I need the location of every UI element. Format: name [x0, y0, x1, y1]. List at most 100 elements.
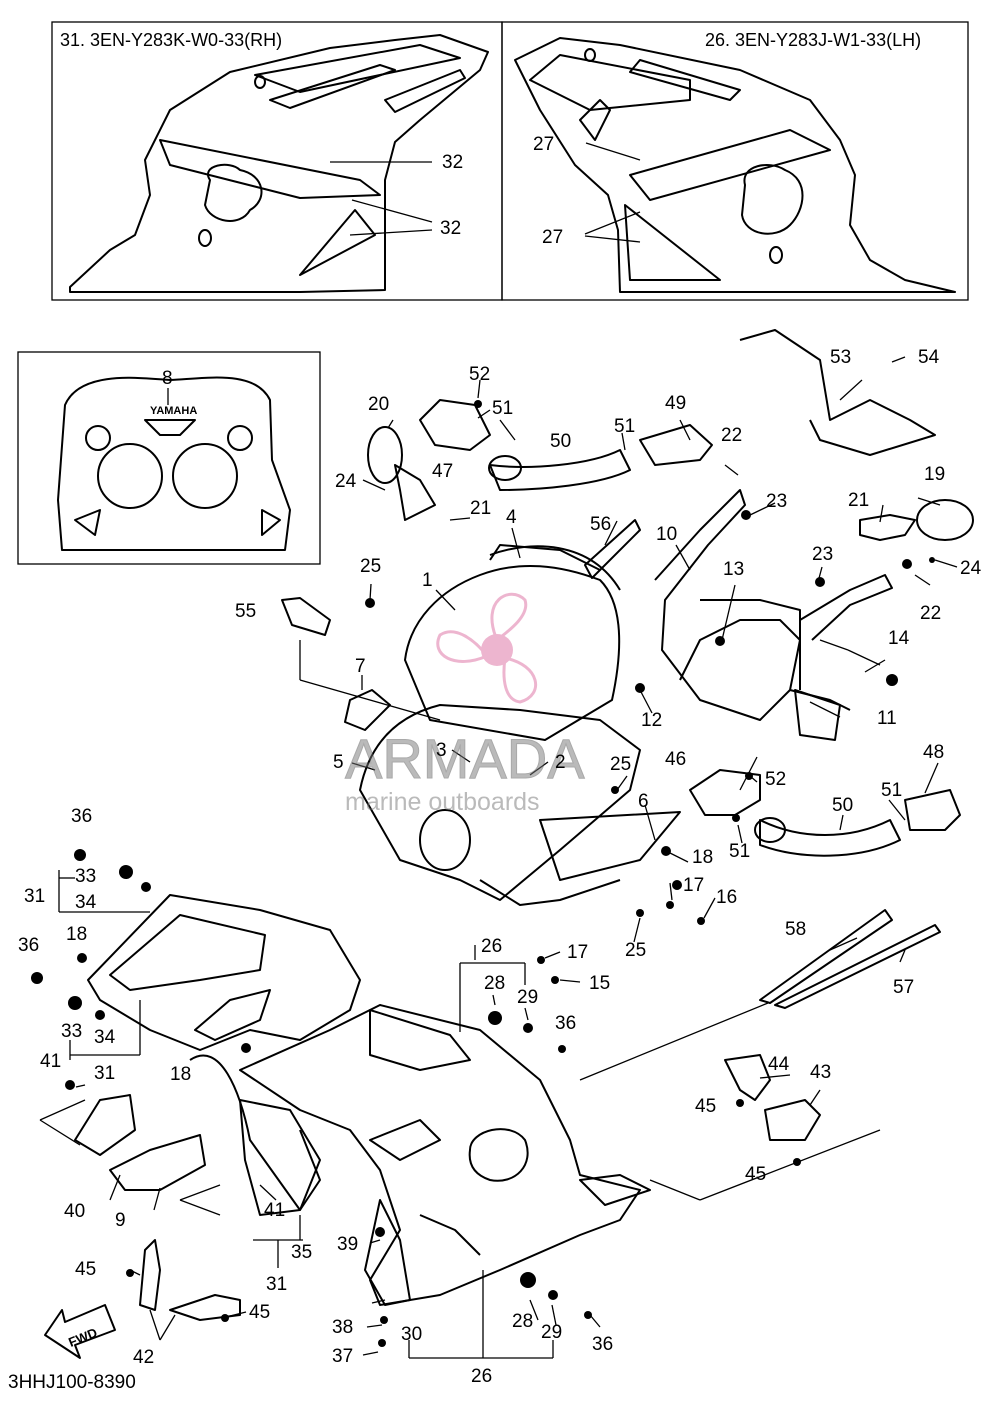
- callout-46: 46: [665, 749, 686, 770]
- callout-45-d: 45: [249, 1302, 270, 1323]
- callout-36-d: 36: [592, 1334, 613, 1355]
- callout-52-a: 52: [469, 364, 490, 385]
- callout-40: 40: [64, 1201, 85, 1222]
- callout-35: 35: [291, 1242, 312, 1263]
- callout-10: 10: [656, 524, 677, 545]
- callout-7: 7: [355, 656, 366, 677]
- callout-47: 47: [432, 461, 453, 482]
- callout-13: 13: [723, 559, 744, 580]
- callout-50-b: 50: [832, 795, 853, 816]
- callout-44: 44: [768, 1054, 790, 1075]
- callout-53: 53: [830, 347, 851, 368]
- watermark: ARMADA marine outboards: [345, 727, 586, 817]
- callout-51-c: 51: [881, 780, 902, 801]
- watermark-propeller-logo: [436, 592, 538, 704]
- callout-36-b: 36: [18, 935, 39, 956]
- inset-rh-callout-a: 32: [442, 152, 463, 173]
- callout-9: 9: [115, 1210, 126, 1231]
- callout-22-a: 22: [721, 425, 742, 446]
- callout-57: 57: [893, 977, 914, 998]
- callout-51-b: 51: [614, 416, 635, 437]
- callout-31-c: 31: [266, 1274, 287, 1295]
- callout-26-b: 26: [471, 1366, 492, 1387]
- callout-16: 16: [716, 887, 737, 908]
- fwd-arrow: FWD: [44, 1304, 116, 1359]
- upper-cowling-group: [359, 519, 681, 906]
- callout-45-b: 45: [745, 1164, 766, 1185]
- callout-36-a: 36: [71, 806, 92, 827]
- callout-48: 48: [923, 742, 944, 763]
- callout-18-c: 18: [170, 1064, 191, 1085]
- callout-33-b: 33: [61, 1021, 82, 1042]
- callout-18-a: 18: [692, 847, 713, 868]
- callout-28-a: 28: [484, 973, 505, 994]
- inset-front-panel: YAMAHA 8: [17, 351, 321, 565]
- callout-34-a: 34: [75, 892, 97, 913]
- callout-25-b: 25: [610, 754, 631, 775]
- callout-45-c: 45: [75, 1259, 96, 1280]
- callout-26-a: 26: [481, 936, 502, 957]
- mirror-duct-group: [367, 399, 974, 857]
- callout-33-a: 33: [75, 866, 96, 887]
- callout-22-b: 22: [920, 603, 941, 624]
- watermark-brand: ARMADA: [345, 727, 585, 790]
- stay-frame-group: [654, 329, 936, 741]
- yamaha-logo-text: YAMAHA: [150, 405, 197, 417]
- callout-43: 43: [810, 1062, 831, 1083]
- callout-55: 55: [235, 601, 256, 622]
- callout-23-b: 23: [812, 544, 833, 565]
- side-cowling-lh-group: [239, 1004, 651, 1306]
- callout-41-a: 41: [40, 1051, 61, 1072]
- callout-39: 39: [337, 1234, 358, 1255]
- callout-29-b: 29: [541, 1322, 562, 1343]
- callout-25-a: 25: [360, 556, 381, 577]
- callout-58: 58: [785, 919, 806, 940]
- callout-23-a: 23: [766, 491, 787, 512]
- callout-21-b: 21: [848, 490, 869, 511]
- callout-49: 49: [665, 393, 686, 414]
- callout-12: 12: [641, 710, 662, 731]
- callout-2: 2: [555, 752, 566, 773]
- callout-17-a: 17: [567, 942, 588, 963]
- callout-20: 20: [368, 394, 389, 415]
- callout-3: 3: [436, 740, 447, 761]
- leader-lines: [39, 356, 958, 1359]
- inset-lh-panel: 26. 3EN-Y283J-W1-33(LH) 27 27: [501, 21, 969, 301]
- callout-34-b: 34: [94, 1027, 116, 1048]
- callout-4: 4: [506, 507, 517, 528]
- callout-18-b: 18: [66, 924, 87, 945]
- brackets-and-small-parts: [74, 597, 941, 1321]
- callout-5: 5: [333, 752, 344, 773]
- watermark-tagline: marine outboards: [345, 788, 540, 816]
- inset-lh-title: 26. 3EN-Y283J-W1-33(LH): [705, 30, 921, 50]
- callout-24-a: 24: [335, 471, 357, 492]
- callout-14: 14: [888, 628, 910, 649]
- fwd-arrow-label: FWD: [66, 1325, 99, 1350]
- drawing-number: 3HHJ100-8390: [8, 1372, 136, 1393]
- callout-42: 42: [133, 1347, 154, 1368]
- callout-38: 38: [332, 1317, 353, 1338]
- inset-lh-callout-a: 27: [533, 134, 554, 155]
- inset-lh-callout-b: 27: [542, 227, 563, 248]
- callout-19: 19: [924, 464, 945, 485]
- callout-52-b: 52: [765, 769, 786, 790]
- callout-25-c: 25: [625, 940, 646, 961]
- inset-front-callout: 8: [162, 368, 173, 389]
- inset-rh-title: 31. 3EN-Y283K-W0-33(RH): [60, 30, 282, 50]
- callout-11: 11: [877, 708, 897, 729]
- callout-54: 54: [918, 347, 940, 368]
- callout-36-c: 36: [555, 1013, 576, 1034]
- callout-31-a: 31: [24, 886, 45, 907]
- callout-6: 6: [638, 791, 649, 812]
- callout-17-b: 17: [683, 875, 704, 896]
- inset-rh-callout-b: 32: [440, 218, 461, 239]
- callout-31-b: 31: [94, 1063, 115, 1084]
- callout-50-a: 50: [550, 431, 571, 452]
- callout-37: 37: [332, 1346, 353, 1367]
- callout-45-a: 45: [695, 1096, 716, 1117]
- callout-21-a: 21: [470, 498, 491, 519]
- callout-51-d: 51: [729, 841, 750, 862]
- callout-1: 1: [422, 570, 433, 591]
- callout-56: 56: [590, 514, 611, 535]
